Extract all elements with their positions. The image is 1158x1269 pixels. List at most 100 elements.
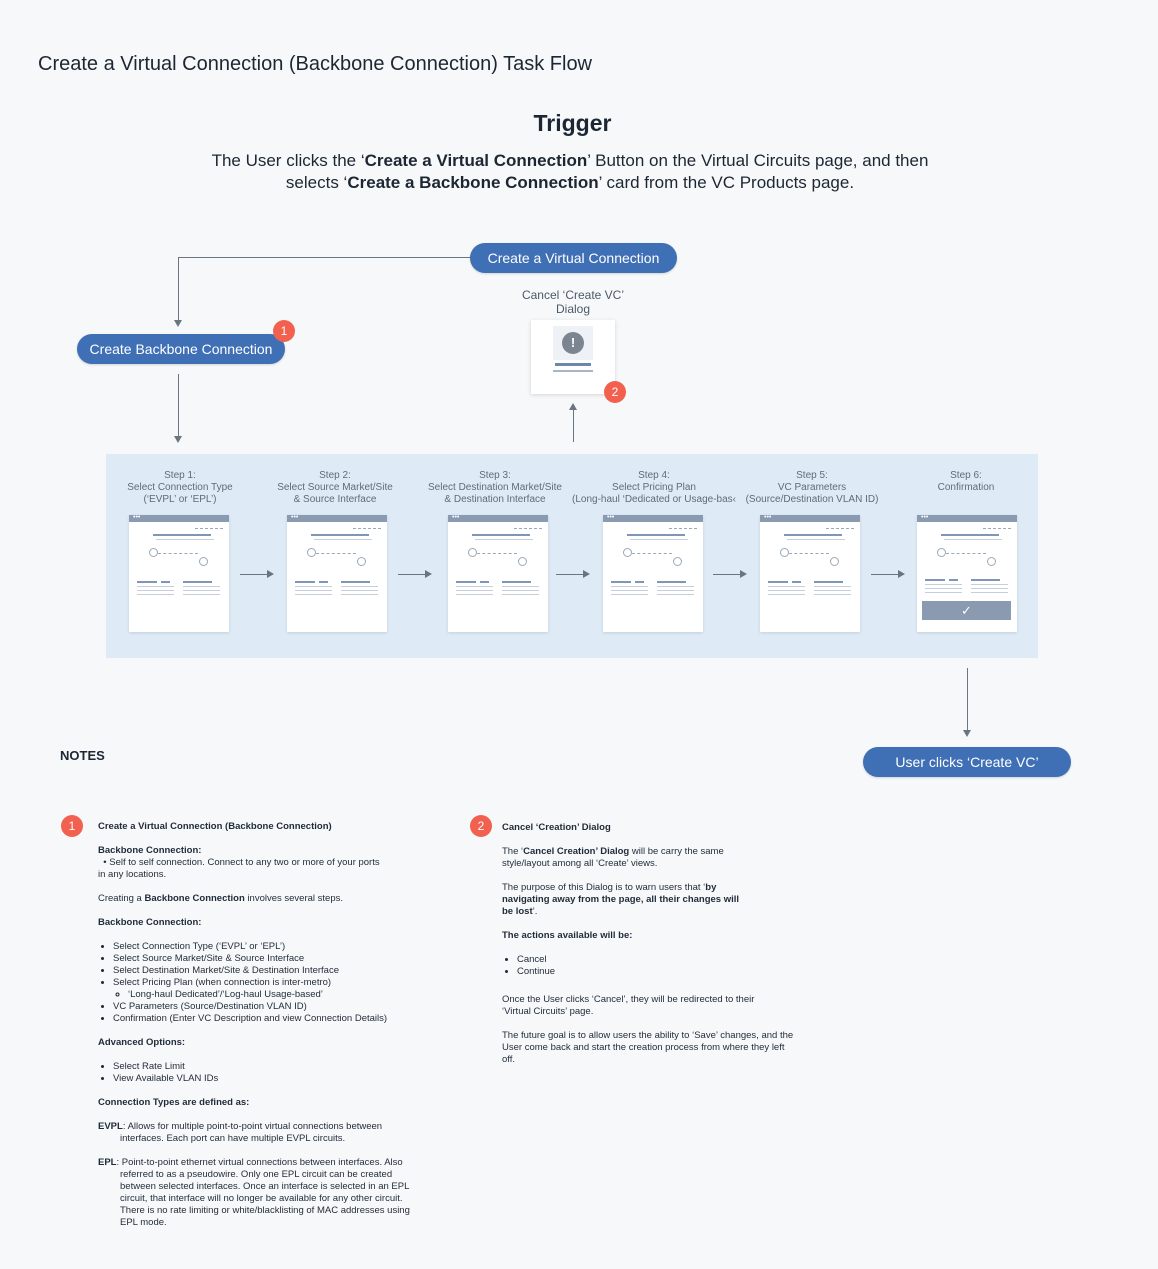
epl-text: : Point-to-point ethernet virtual connec… — [116, 1157, 410, 1228]
note-2-title: Cancel ‘Creation’ Dialog — [502, 822, 611, 833]
wireframe-row — [502, 586, 539, 587]
user-clicks-create-vc-button[interactable]: User clicks ‘Create VC’ — [863, 747, 1071, 777]
list-item: Select Destination Market/Site & Destina… — [113, 965, 428, 977]
note-1-epl: EPL: Point-to-point ethernet virtual con… — [98, 1157, 428, 1229]
step-arrow-line — [398, 574, 425, 575]
map-pin-icon — [780, 548, 789, 557]
wireframe-row — [456, 590, 493, 591]
step-5-wireframe: ••• — [760, 514, 860, 632]
note-badge-2: 2 — [470, 815, 492, 837]
step-6-wireframe: ••• ✓ — [917, 514, 1017, 632]
step-3-line2: Select Destination Market/Site — [428, 482, 562, 493]
step-arrow-line — [713, 574, 740, 575]
wireframe-row — [295, 590, 332, 591]
list-item: Confirmation (Enter VC Description and v… — [113, 1013, 428, 1025]
trigger-line2-bold: Create a Backbone Connection — [347, 173, 599, 192]
trigger-line1-prefix: The User clicks the ‘ — [211, 151, 365, 170]
wireframe-row — [814, 594, 851, 595]
note-2-actions-heading: The actions available will be: — [502, 930, 633, 941]
arrow-right-icon — [267, 570, 274, 578]
wireframe-row — [925, 588, 962, 589]
step-4-wireframe: ••• — [603, 514, 703, 632]
note-1-creating: Creating a Backbone Connection involves … — [98, 893, 428, 905]
wireframe-label — [319, 581, 328, 583]
wireframe-row — [925, 584, 962, 585]
route-line — [477, 553, 517, 560]
wireframe-label — [814, 581, 843, 583]
step-2-line2: Select Source Market/Site — [277, 482, 393, 493]
evpl-label: EVPL — [98, 1121, 123, 1132]
wireframe-label — [949, 579, 958, 581]
step-6-title: Step 6: — [950, 470, 982, 481]
step-1-title: Step 1: — [164, 470, 196, 481]
wireframe-titlebar: ••• — [448, 514, 548, 522]
wireframe-heading — [830, 534, 842, 536]
map-pin-icon — [987, 557, 996, 566]
wireframe-heading — [199, 534, 211, 536]
wireframe-titlebar: ••• — [287, 514, 387, 522]
wireframe-row — [657, 594, 694, 595]
note-2-p2-suffix: ’. — [532, 906, 538, 917]
step-arrow-line — [556, 574, 583, 575]
step-label-3: Step 3:Select Destination Market/Site& D… — [415, 470, 575, 506]
wireframe-label — [183, 581, 212, 583]
wireframe-row — [814, 590, 851, 591]
wireframe-titlebar: ••• — [760, 514, 860, 522]
wireframe-row — [657, 590, 694, 591]
wireframe-row — [456, 586, 493, 587]
wireframe-subheading — [787, 539, 845, 540]
wireframe-row — [456, 594, 493, 595]
wireframe-nav — [353, 528, 381, 530]
create-backbone-connection-button[interactable]: Create Backbone Connection — [77, 334, 285, 364]
wireframe-label — [768, 581, 788, 583]
wireframe-row — [341, 594, 378, 595]
wireframe-row — [611, 594, 648, 595]
route-line — [158, 553, 198, 560]
step-2-title: Step 2: — [319, 470, 351, 481]
create-vc-button[interactable]: Create a Virtual Connection — [470, 243, 677, 273]
map-pin-icon — [518, 557, 527, 566]
wireframe-heading — [357, 534, 369, 536]
step-4-line3: (Long-haul ‘Dedicated or Usage-bas‹ — [572, 494, 736, 505]
list-item: View Available VLAN IDs — [113, 1073, 428, 1085]
step-label-5: Step 5:VC Parameters(Source/Destination … — [732, 470, 892, 506]
note-1-bc-bullet-cont: in any locations. — [98, 869, 167, 880]
step-5-line2: VC Parameters — [777, 482, 847, 493]
wireframe-label — [480, 581, 489, 583]
map-pin-icon — [149, 548, 158, 557]
step-label-2: Step 2:Select Source Market/Site& Source… — [255, 470, 415, 506]
note-1-evpl: EVPL: Allows for multiple point-to-point… — [98, 1121, 428, 1145]
trigger-description: The User clicks the ‘Create a Virtual Co… — [150, 150, 990, 194]
step-3-title: Step 3: — [479, 470, 511, 481]
wireframe-heading — [673, 534, 685, 536]
dialog-text-bar — [553, 370, 593, 372]
step-4-line2: Select Pricing Plan — [612, 482, 696, 493]
note-1-bc-heading-2: Backbone Connection: — [98, 917, 202, 928]
wireframe-row — [611, 586, 648, 587]
wireframe-label — [456, 581, 476, 583]
step-badge-1: 1 — [273, 320, 295, 342]
wireframe-row — [768, 594, 805, 595]
trigger-heading: Trigger — [533, 110, 612, 136]
note-1-creating-suffix: involves several steps. — [244, 893, 343, 904]
step-1-wireframe: ••• — [129, 514, 229, 632]
map-pin-icon — [623, 548, 632, 557]
note-1-advanced-heading: Advanced Options: — [98, 1037, 186, 1048]
arrow-right-icon — [583, 570, 590, 578]
wireframe-subheading — [156, 539, 214, 540]
wireframe-subheading — [630, 539, 688, 540]
step-label-1: Step 1:Select Connection Type(‘EVPL’ or … — [100, 470, 260, 506]
arrow-right-icon — [425, 570, 432, 578]
wireframe-row — [183, 594, 220, 595]
arrow-down-icon — [174, 320, 182, 327]
wireframe-row — [183, 590, 220, 591]
step-3-line3: & Destination Interface — [444, 494, 546, 505]
note-1-steps-list: Select Connection Type (‘EVPL’ or ‘EPL’)… — [98, 941, 428, 1025]
note-2-p2: The purpose of this Dialog is to warn us… — [502, 882, 752, 918]
wireframe-row — [925, 592, 962, 593]
wireframe-titlebar: ••• — [129, 514, 229, 522]
step-label-4: Step 4:Select Pricing Plan(Long-haul ‘De… — [568, 470, 740, 506]
trigger-line2-prefix: selects ‘ — [285, 173, 348, 192]
connector-line — [178, 257, 470, 258]
note-1: Create a Virtual Connection (Backbone Co… — [98, 821, 428, 1241]
